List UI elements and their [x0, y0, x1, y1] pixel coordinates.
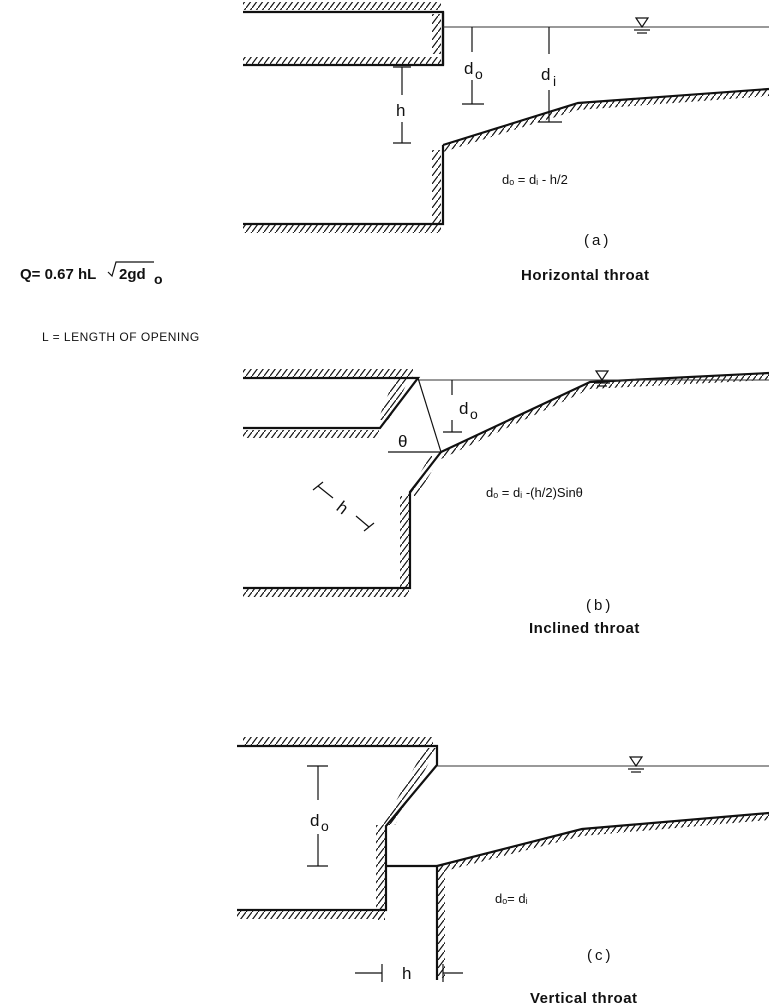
svg-text:o: o: [154, 271, 163, 287]
title-b: Inclined throat: [529, 620, 640, 637]
label-do-a: d o: [464, 59, 483, 82]
label-h-c: h: [402, 964, 411, 983]
hatch-c-slope: [383, 748, 437, 825]
channel-bed-b: [440, 371, 769, 453]
hatch-b-roof-top: [243, 369, 413, 377]
label-do-c: d o: [310, 811, 329, 834]
panel-b: θ d o h dₒ = dᵢ -(h/2)Sinθ (b) Inclined …: [243, 369, 769, 637]
conduit-roof-b: [243, 376, 421, 430]
part-label-b: (b): [586, 597, 613, 614]
panel-c: d o h dₒ= dᵢ (c) Vertical throat: [237, 737, 769, 1007]
hatch-a-floor: [243, 225, 441, 233]
svg-text:d: d: [459, 399, 468, 418]
hatch-a-gate: [432, 14, 441, 54]
conduit-floor-b: [243, 451, 442, 590]
label-di-a: d i: [541, 65, 556, 89]
channel-bed-c: [436, 811, 769, 868]
hatch-c-floor: [237, 911, 385, 919]
part-label-a: (a): [584, 232, 611, 249]
conduit-floor-a: [243, 145, 445, 226]
svg-text:d: d: [541, 65, 550, 84]
svg-text:d: d: [310, 811, 319, 830]
dim-do-a: [462, 27, 484, 105]
conduit-c: [237, 744, 439, 912]
svg-text:o: o: [470, 406, 478, 422]
svg-text:d: d: [464, 59, 473, 78]
label-do-b: d o: [459, 399, 478, 422]
dim-do-c: [307, 765, 328, 867]
hatch-c-channel: [437, 813, 769, 873]
discharge-formula: Q= 0.67 hL 2gd o: [20, 261, 163, 287]
svg-text:o: o: [475, 66, 483, 82]
label-h-a: h: [396, 101, 405, 120]
label-theta-b: θ: [398, 432, 407, 451]
hatch-a-roof-top: [243, 2, 441, 10]
water-level-symbol-b: [594, 370, 610, 387]
title-c: Vertical throat: [530, 990, 638, 1007]
water-level-symbol-a: [634, 17, 650, 34]
dim-h-c: [355, 964, 463, 982]
hatch-c-roof: [243, 737, 433, 745]
dim-do-b: [443, 380, 462, 433]
hatch-a-wall: [432, 150, 441, 224]
svg-text:Q= 0.67 hL: Q= 0.67 hL: [20, 266, 96, 283]
length-note: L = LENGTH OF OPENING: [42, 330, 200, 344]
dim-di-a: [538, 27, 562, 123]
water-level-symbol-c: [628, 756, 644, 773]
hatch-b-wall: [400, 496, 409, 588]
label-h-b: h: [333, 497, 352, 518]
hatch-c-lower-wall: [376, 825, 385, 920]
svg-text:o: o: [321, 818, 329, 834]
hatch-a-channel: [443, 89, 769, 152]
part-label-c: (c): [587, 947, 614, 964]
hatch-c-sill: [437, 868, 445, 978]
equation-c: dₒ= dᵢ: [495, 891, 528, 906]
dim-h-a: [393, 66, 411, 144]
equation-a: dₒ = dᵢ - h/2: [502, 172, 568, 187]
hatch-b-roof-bottom: [243, 430, 379, 438]
hatch-b-floor: [243, 589, 409, 597]
hatch-b-gate: [378, 377, 410, 420]
hatch-a-roof-bottom: [243, 57, 441, 65]
svg-text:i: i: [553, 73, 556, 89]
throat-opening-line-b: [417, 377, 442, 453]
dim-h-b: [312, 481, 375, 532]
channel-bed-a: [442, 87, 769, 147]
panel-a: h d o d i dₒ = dᵢ - h/2 (a) Horizontal t…: [243, 2, 769, 284]
hatch-b-channel: [441, 373, 769, 459]
title-a: Horizontal throat: [521, 267, 650, 284]
svg-text:2gd: 2gd: [119, 266, 146, 283]
equation-b: dₒ = dᵢ -(h/2)Sinθ: [486, 485, 583, 500]
